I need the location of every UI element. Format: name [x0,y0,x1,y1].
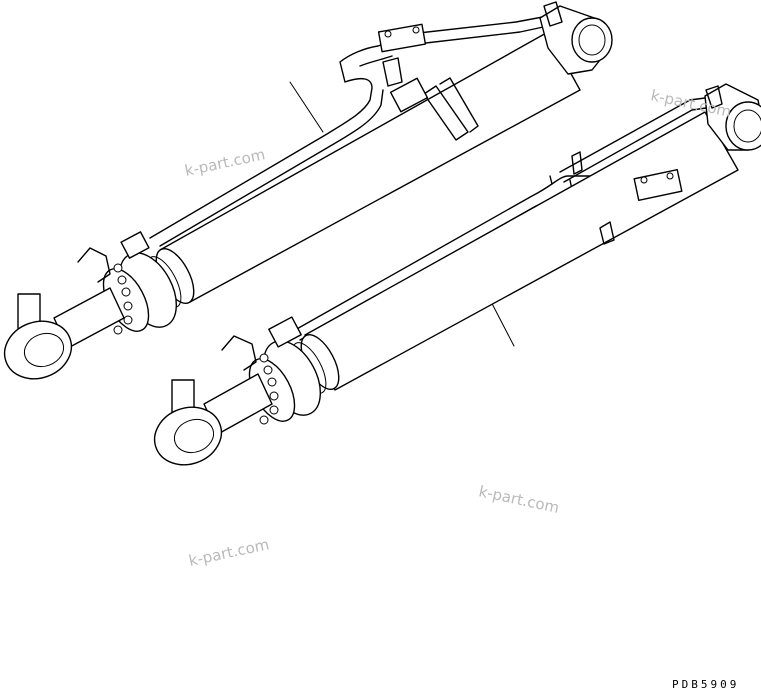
upper-cylinder [3,1,613,380]
drawing-code: PDB5909 [672,678,739,691]
watermark-3: k-part.com [477,482,561,517]
lower-head-eye [725,101,761,151]
upper-pipe [149,39,396,239]
upper-gland-bolts [113,263,133,335]
upper-head-eye [571,17,613,63]
lower-cylinder [153,83,761,466]
watermark-4: k-part.com [187,535,271,570]
upper-rod-eye [3,320,73,380]
upper-clamp-block [389,77,429,113]
lower-gland-bolts [259,353,279,425]
lower-rod-eye [153,406,223,466]
upper-leader-line [289,81,324,133]
watermark-1: k-part.com [183,145,267,180]
